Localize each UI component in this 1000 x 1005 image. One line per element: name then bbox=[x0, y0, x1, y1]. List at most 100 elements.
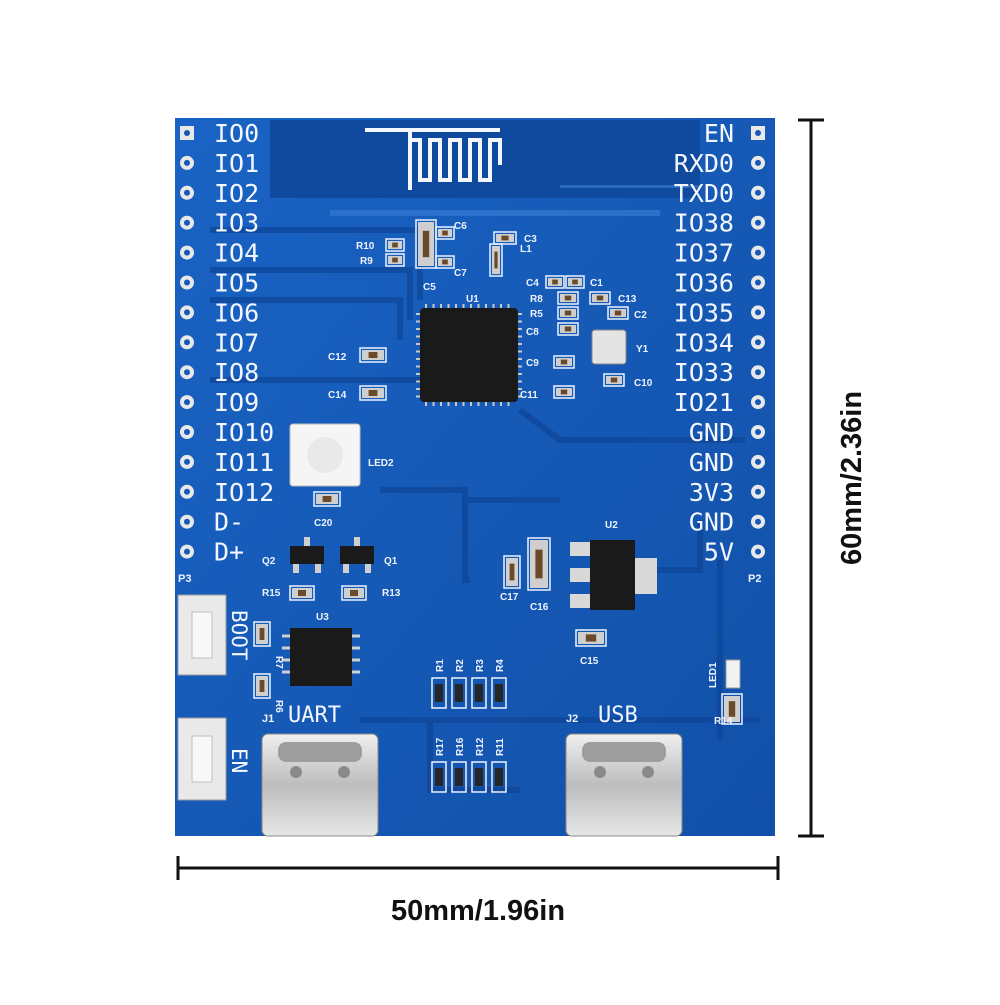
c6-body bbox=[442, 230, 448, 236]
r3-outline bbox=[471, 677, 487, 709]
usb-uart-bridge bbox=[282, 628, 360, 686]
c6-ref: C6 bbox=[454, 221, 467, 232]
pin-hole bbox=[184, 279, 190, 286]
pcb-antenna bbox=[365, 128, 502, 190]
r7-ref: R7 bbox=[273, 656, 284, 669]
c11-body bbox=[560, 389, 568, 395]
r10-body bbox=[392, 242, 398, 248]
component-outline bbox=[527, 537, 551, 591]
boot-button-label: BOOT bbox=[227, 610, 251, 661]
c7-body bbox=[442, 259, 448, 265]
c20-body bbox=[322, 496, 332, 502]
r8-ref: R8 bbox=[530, 294, 543, 305]
uart-port-label: UART bbox=[288, 703, 341, 728]
uart-usb-c-port[interactable] bbox=[261, 733, 379, 837]
left-pin-label: IO12 bbox=[214, 478, 274, 507]
r8-body bbox=[564, 295, 572, 301]
r16-resistor bbox=[455, 768, 463, 786]
right-pin-label: TXD0 bbox=[674, 179, 734, 208]
l1-body bbox=[494, 251, 498, 269]
usb-usb-c-port[interactable] bbox=[565, 733, 683, 837]
r11-resistor bbox=[495, 768, 503, 786]
pin-hole bbox=[755, 488, 761, 495]
en-button-label: EN bbox=[227, 748, 251, 773]
component-outline bbox=[493, 231, 517, 245]
right-pin-label: GND bbox=[689, 418, 734, 447]
component-outline bbox=[557, 291, 579, 305]
en-button[interactable] bbox=[177, 717, 227, 801]
left-pin-label: IO8 bbox=[214, 358, 259, 387]
left-pin-label: IO7 bbox=[214, 328, 259, 357]
pin-hole bbox=[755, 130, 761, 136]
c3-ref: C3 bbox=[524, 234, 537, 245]
c17-ref: C17 bbox=[500, 592, 519, 603]
pin-hole bbox=[184, 548, 190, 555]
pin-hole bbox=[184, 309, 190, 316]
pin-hole bbox=[755, 458, 761, 465]
component-outline bbox=[607, 306, 629, 320]
width-dimension-label: 50mm/1.96in bbox=[391, 895, 565, 927]
c10-ref: C10 bbox=[634, 378, 653, 389]
r17-ref: R17 bbox=[435, 737, 446, 756]
right-pin-label: RXD0 bbox=[674, 149, 734, 178]
pcb-traces bbox=[210, 227, 760, 793]
c9-ref: C9 bbox=[526, 358, 539, 369]
component-outline bbox=[721, 693, 743, 725]
pin-hole bbox=[755, 159, 761, 166]
pin-hole bbox=[755, 339, 761, 346]
r3-resistor bbox=[475, 684, 483, 702]
c4-body bbox=[552, 279, 558, 285]
crystal bbox=[591, 329, 627, 365]
c15-ref: C15 bbox=[580, 656, 599, 667]
pin-hole bbox=[184, 429, 190, 435]
component-outline bbox=[289, 585, 315, 601]
height-dimension-line bbox=[798, 118, 824, 838]
component-outline bbox=[359, 385, 387, 401]
r12-outline bbox=[471, 761, 487, 793]
r6-ref: R6 bbox=[273, 700, 284, 713]
pin-hole bbox=[184, 488, 190, 495]
r7-body bbox=[259, 628, 265, 640]
pin-hole bbox=[184, 458, 190, 465]
c14-body bbox=[368, 390, 378, 396]
component-outline bbox=[253, 673, 271, 699]
c14-ref: C14 bbox=[328, 390, 347, 401]
right-pin-label: 3V3 bbox=[689, 478, 734, 507]
c16-ref: C16 bbox=[530, 602, 549, 613]
pin-hole bbox=[755, 518, 761, 525]
c12-body bbox=[368, 352, 378, 358]
component-outline bbox=[545, 275, 565, 289]
pin-hole bbox=[755, 309, 761, 316]
left-header: IO0IO1IO2IO3IO4IO5IO6IO7IO8IO9IO10IO11IO… bbox=[180, 119, 274, 567]
component-outline bbox=[557, 306, 579, 320]
r6-body bbox=[259, 680, 265, 692]
c4-ref: C4 bbox=[526, 278, 539, 289]
header-label-left: P3 bbox=[178, 573, 191, 585]
pin-hole bbox=[755, 279, 761, 286]
r11-outline bbox=[491, 761, 507, 793]
c1-ref: C1 bbox=[590, 278, 603, 289]
boot-button[interactable] bbox=[177, 594, 227, 676]
pin-hole bbox=[755, 219, 761, 226]
component-outline bbox=[589, 291, 611, 305]
mcu-ref: U1 bbox=[466, 294, 479, 305]
c7-ref: C7 bbox=[454, 268, 467, 279]
c17-body bbox=[509, 563, 515, 581]
right-pin-label: IO21 bbox=[674, 388, 734, 417]
left-pin-label: D- bbox=[214, 508, 244, 537]
r5-body bbox=[564, 310, 572, 316]
c20-ref: C20 bbox=[314, 518, 333, 529]
pin-hole bbox=[184, 369, 190, 376]
c16-body bbox=[535, 549, 543, 579]
via-dots bbox=[330, 185, 700, 216]
uart-port-ref: J1 bbox=[262, 713, 274, 725]
component-outline bbox=[359, 347, 387, 363]
pin-hole bbox=[184, 189, 190, 196]
right-pin-label: IO34 bbox=[674, 328, 734, 357]
c15-body bbox=[585, 634, 597, 642]
left-pin-label: IO9 bbox=[214, 388, 259, 417]
component-outline bbox=[489, 243, 503, 277]
